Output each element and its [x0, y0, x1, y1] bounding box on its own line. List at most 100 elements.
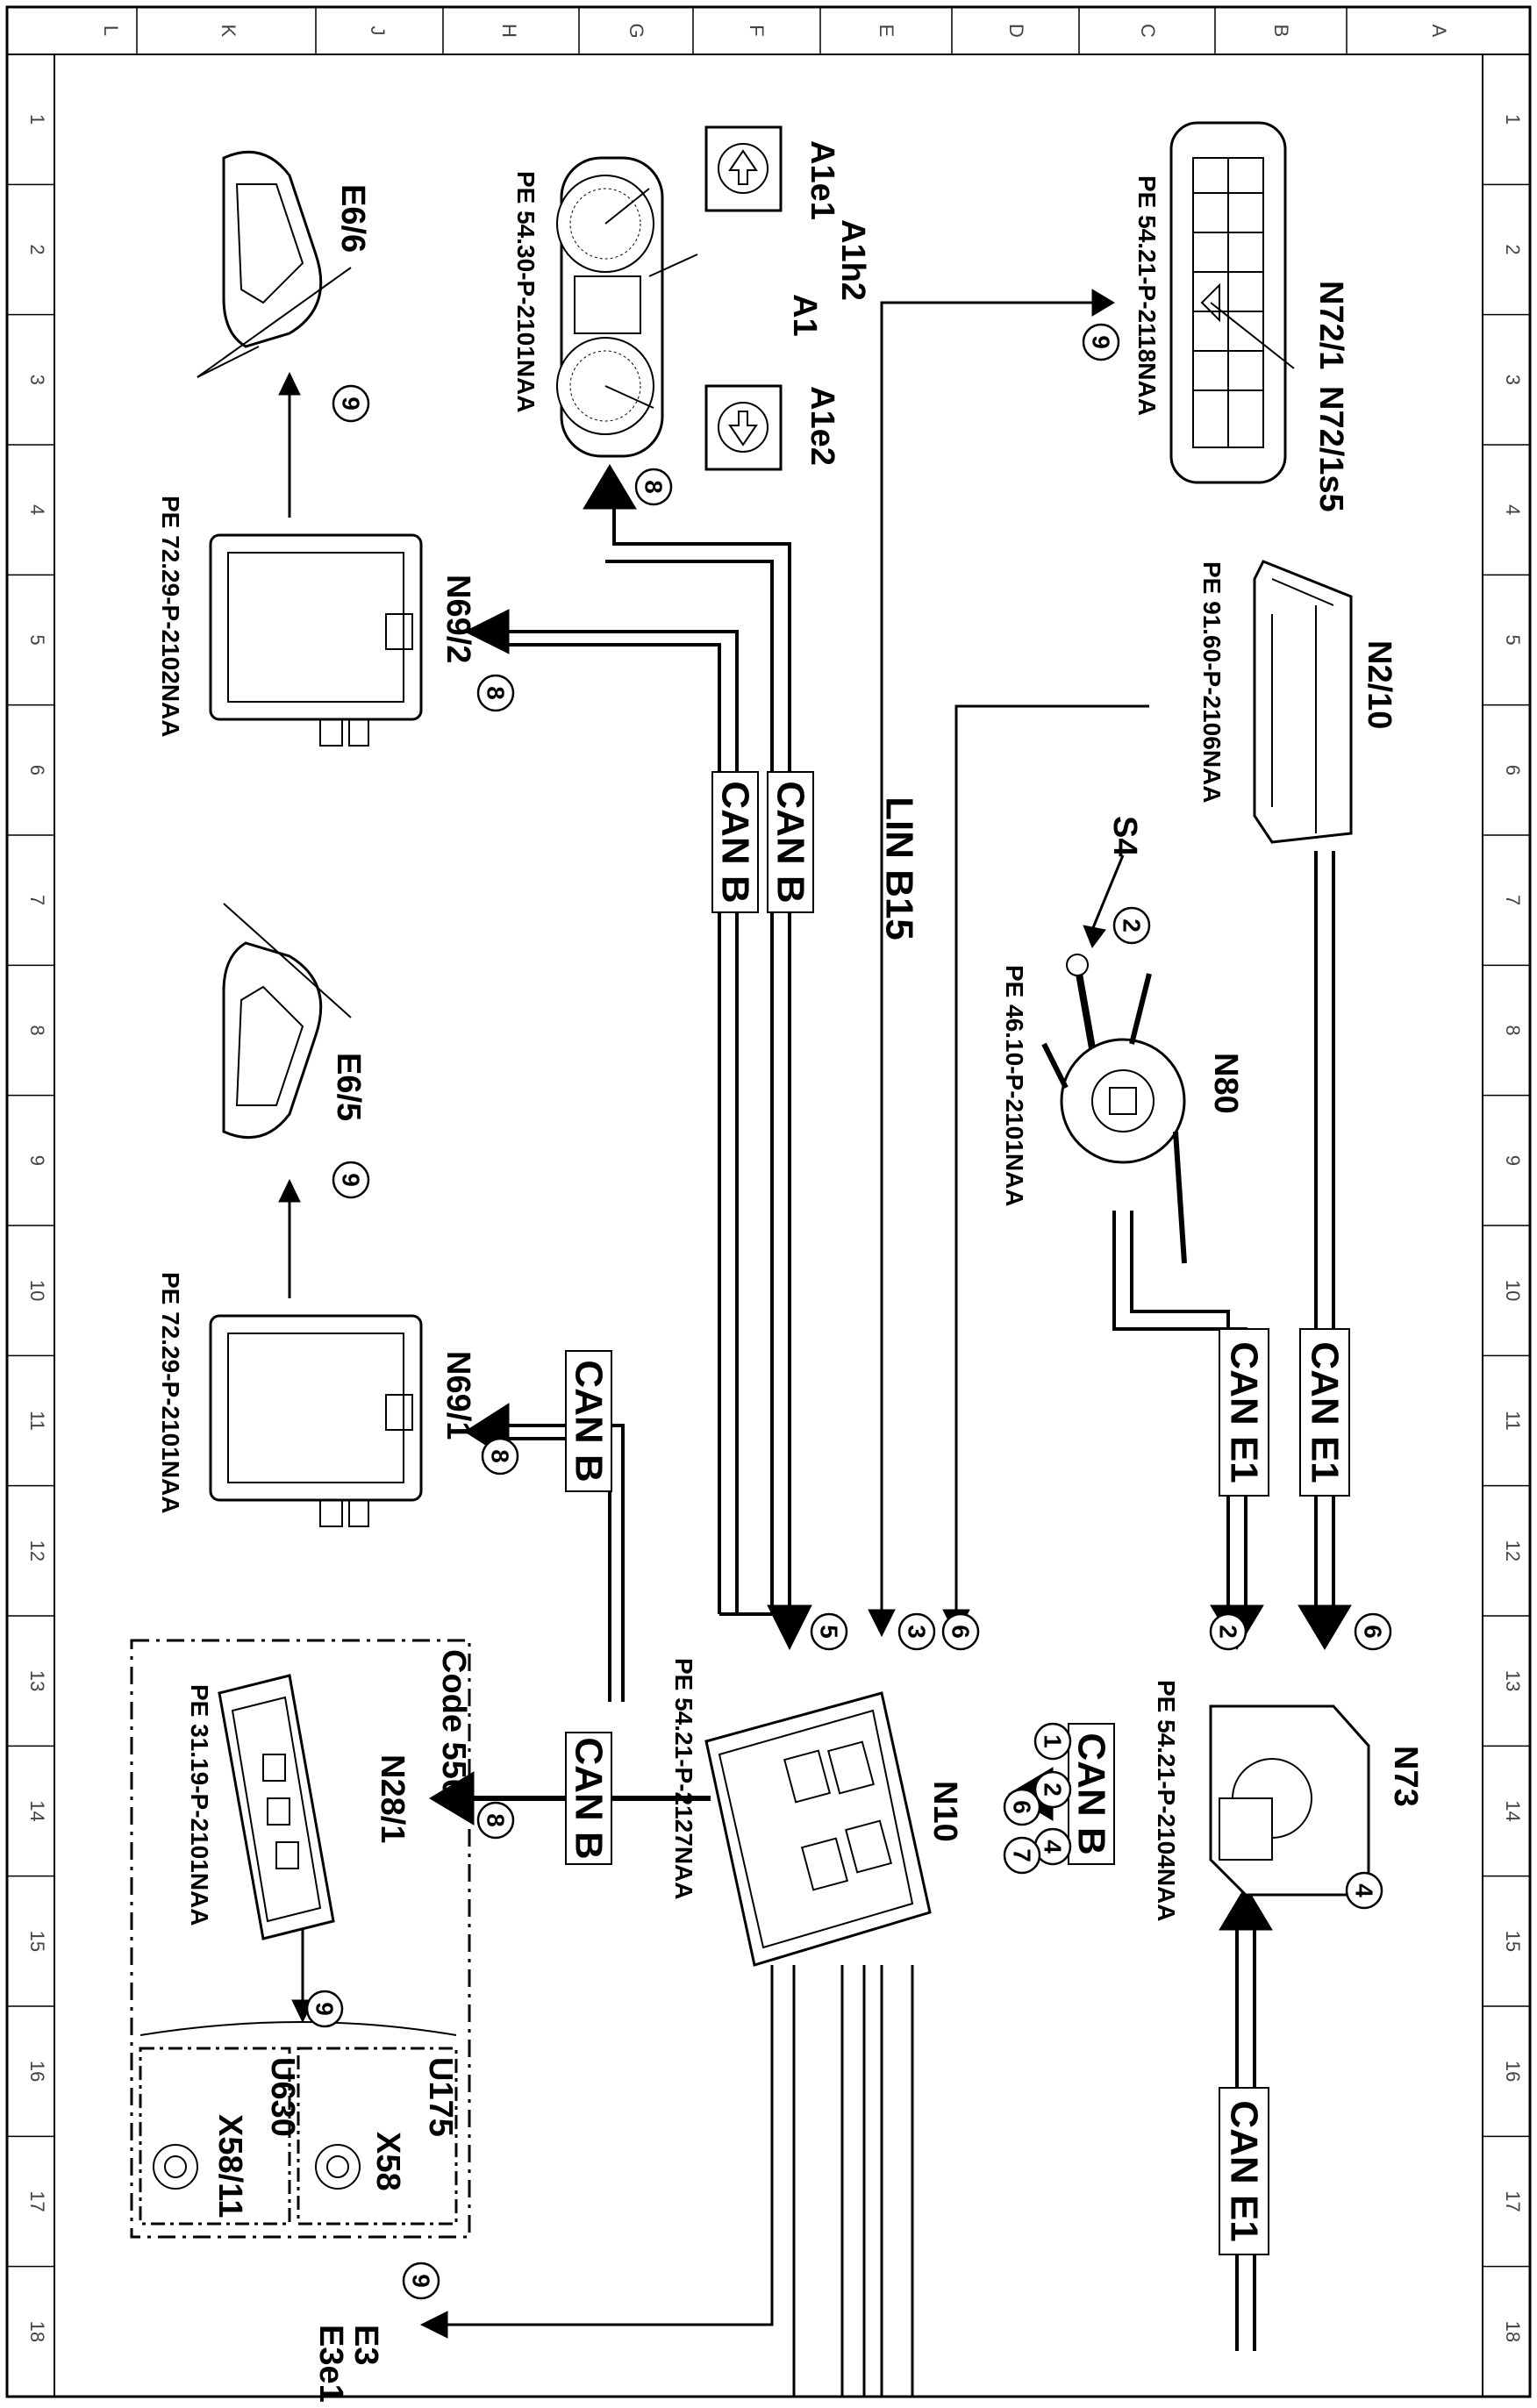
display-center [574, 275, 641, 334]
can-b-box-3 [565, 1350, 612, 1492]
grid-col-B: B [1270, 25, 1292, 38]
u630-region [139, 2047, 291, 2226]
n28-1-label: N28/1 [374, 1754, 411, 1843]
signal-marker-circle [634, 468, 673, 506]
signal-marker-circle [1112, 906, 1151, 945]
can-b-n69-2-arrow [463, 609, 510, 654]
n72-1s5-leader [1210, 302, 1295, 369]
can-b-box-5 [1068, 1723, 1115, 1865]
code-550-label: Code 550 [435, 1649, 472, 1797]
grid-row-right-6: 6 [1502, 765, 1524, 775]
n73-label: N73 [1387, 1746, 1424, 1807]
n10-ref: PE 54.21-P-2127NAA [670, 1658, 697, 1899]
signal-marker-number: 4 [1351, 1883, 1378, 1897]
u175-label: U175 [422, 2057, 459, 2137]
can-e1-box-3 [1219, 2087, 1269, 2255]
n69-2-unit [209, 533, 423, 747]
grid-col-D: D [1005, 24, 1027, 38]
n2-10-unit [1253, 560, 1353, 844]
grid-col-C: C [1137, 24, 1159, 38]
signal-marker-circle [476, 674, 515, 712]
a1e1-button [704, 125, 783, 212]
u630-label: U630 [264, 2057, 301, 2137]
a1-ref: PE 54.30-P-2101NAA [512, 171, 540, 412]
grid-row-right-10: 10 [1502, 1280, 1524, 1301]
signal-marker-number: 2 [1215, 1625, 1242, 1639]
grouping-brace [139, 2021, 457, 2036]
signal-marker-number: 5 [816, 1625, 843, 1639]
lin-arrow-n10 [868, 1609, 896, 1638]
can-e1-box-1 [1219, 1328, 1269, 1497]
n80-ref: PE 46.10-P-2101NAA [1001, 965, 1028, 1206]
n28-1-ref: PE 31.19-P-2101NAA [186, 1684, 213, 1926]
n72-1s5-label: N72/1s5 [1312, 386, 1349, 512]
n73-switch [1209, 1704, 1370, 1897]
signal-marker-number: 3 [904, 1625, 931, 1639]
n10-label: N10 [926, 1781, 963, 1842]
grid-row-left-8: 8 [26, 1025, 48, 1035]
n28-1-unit [218, 1674, 335, 1940]
n72-1-label: N72/1 [1312, 281, 1349, 369]
e3e1-label: E3e1 [312, 2325, 349, 2403]
grid-row-right-7: 7 [1502, 895, 1524, 905]
a1e2-label: A1e2 [804, 386, 840, 466]
grid-row-left-16: 16 [26, 2061, 48, 2082]
signal-marker-number: 9 [338, 1173, 365, 1187]
grid-row-left-6: 6 [26, 765, 48, 775]
signal-marker-circle [1003, 1788, 1041, 1826]
can-b-box-4 [565, 1732, 612, 1865]
column-grid-labels: L K J H G F E D C B A [100, 7, 1450, 54]
n80-module [1041, 954, 1187, 1264]
e6-6-mirror [197, 150, 352, 378]
signal-marker-circle [332, 1161, 370, 1199]
can-b-n10-arrow [767, 1604, 812, 1651]
signal-marker-circle [1354, 1612, 1392, 1651]
grid-col-H: H [498, 24, 520, 38]
signal-marker-number: 4 [1040, 1840, 1067, 1854]
a1-instrument-cluster [556, 156, 698, 458]
signal-marker-number: 8 [483, 686, 510, 700]
signal-marker-number: 6 [1009, 1800, 1036, 1814]
a1h2-label: A1h2 [834, 219, 871, 301]
grid-row-left-7: 7 [26, 895, 48, 905]
signal-marker-circle [941, 1612, 980, 1651]
grid-row-left-10: 10 [26, 1280, 48, 1301]
e6-5-label: E6/5 [330, 1053, 367, 1121]
a1e1-label: A1e1 [804, 140, 840, 220]
signal-marker-circle [1003, 1836, 1041, 1875]
signal-marker-number: 1 [1040, 1734, 1067, 1748]
can-e1-label-2: CAN E1 [1304, 1341, 1347, 1483]
grid-row-right-11: 11 [1502, 1411, 1524, 1431]
s4-leader-line [1090, 854, 1125, 931]
e3-label: E3 [347, 2325, 384, 2365]
signal-marker-number: 6 [1360, 1625, 1387, 1639]
n69-2-label: N69/2 [440, 575, 476, 663]
grid-row-left-1: 1 [26, 114, 48, 125]
can-b-label-1: CAN B [714, 781, 757, 903]
grid-row-left-5: 5 [26, 634, 48, 645]
can-b-label-2: CAN B [769, 781, 812, 903]
grid-row-left-12: 12 [26, 1540, 48, 1561]
grid-row-right-14: 14 [1502, 1800, 1524, 1821]
can-e1-n73-arrow-6 [1298, 1604, 1352, 1650]
signal-marker-circle [1345, 1871, 1383, 1910]
signal-marker-circle [402, 2262, 440, 2300]
can-b-a1-wire-outer [612, 509, 791, 1614]
key-icon [1219, 1797, 1273, 1861]
grid-row-left-17: 17 [26, 2190, 48, 2212]
grid-row-left-13: 13 [26, 1670, 48, 1691]
can-e1-box-2 [1299, 1328, 1350, 1497]
grid-row-right-5: 5 [1502, 634, 1524, 645]
grid-col-G: G [626, 23, 647, 38]
code-550-region [130, 1639, 471, 2239]
lin-arrow-n72 [1091, 289, 1115, 317]
signal-marker-number: 9 [1088, 335, 1115, 349]
x58-connector [315, 2144, 361, 2190]
n2-10-wire [954, 704, 1149, 1610]
signal-marker-number: 8 [640, 480, 668, 494]
n72-1-component [1169, 121, 1295, 484]
n2-10-ref: PE 91.60-P-2106NAA [1198, 561, 1226, 803]
warning-triangle-icon [1200, 282, 1220, 323]
n73-ref: PE 54.21-P-2104NAA [1153, 1680, 1180, 1921]
